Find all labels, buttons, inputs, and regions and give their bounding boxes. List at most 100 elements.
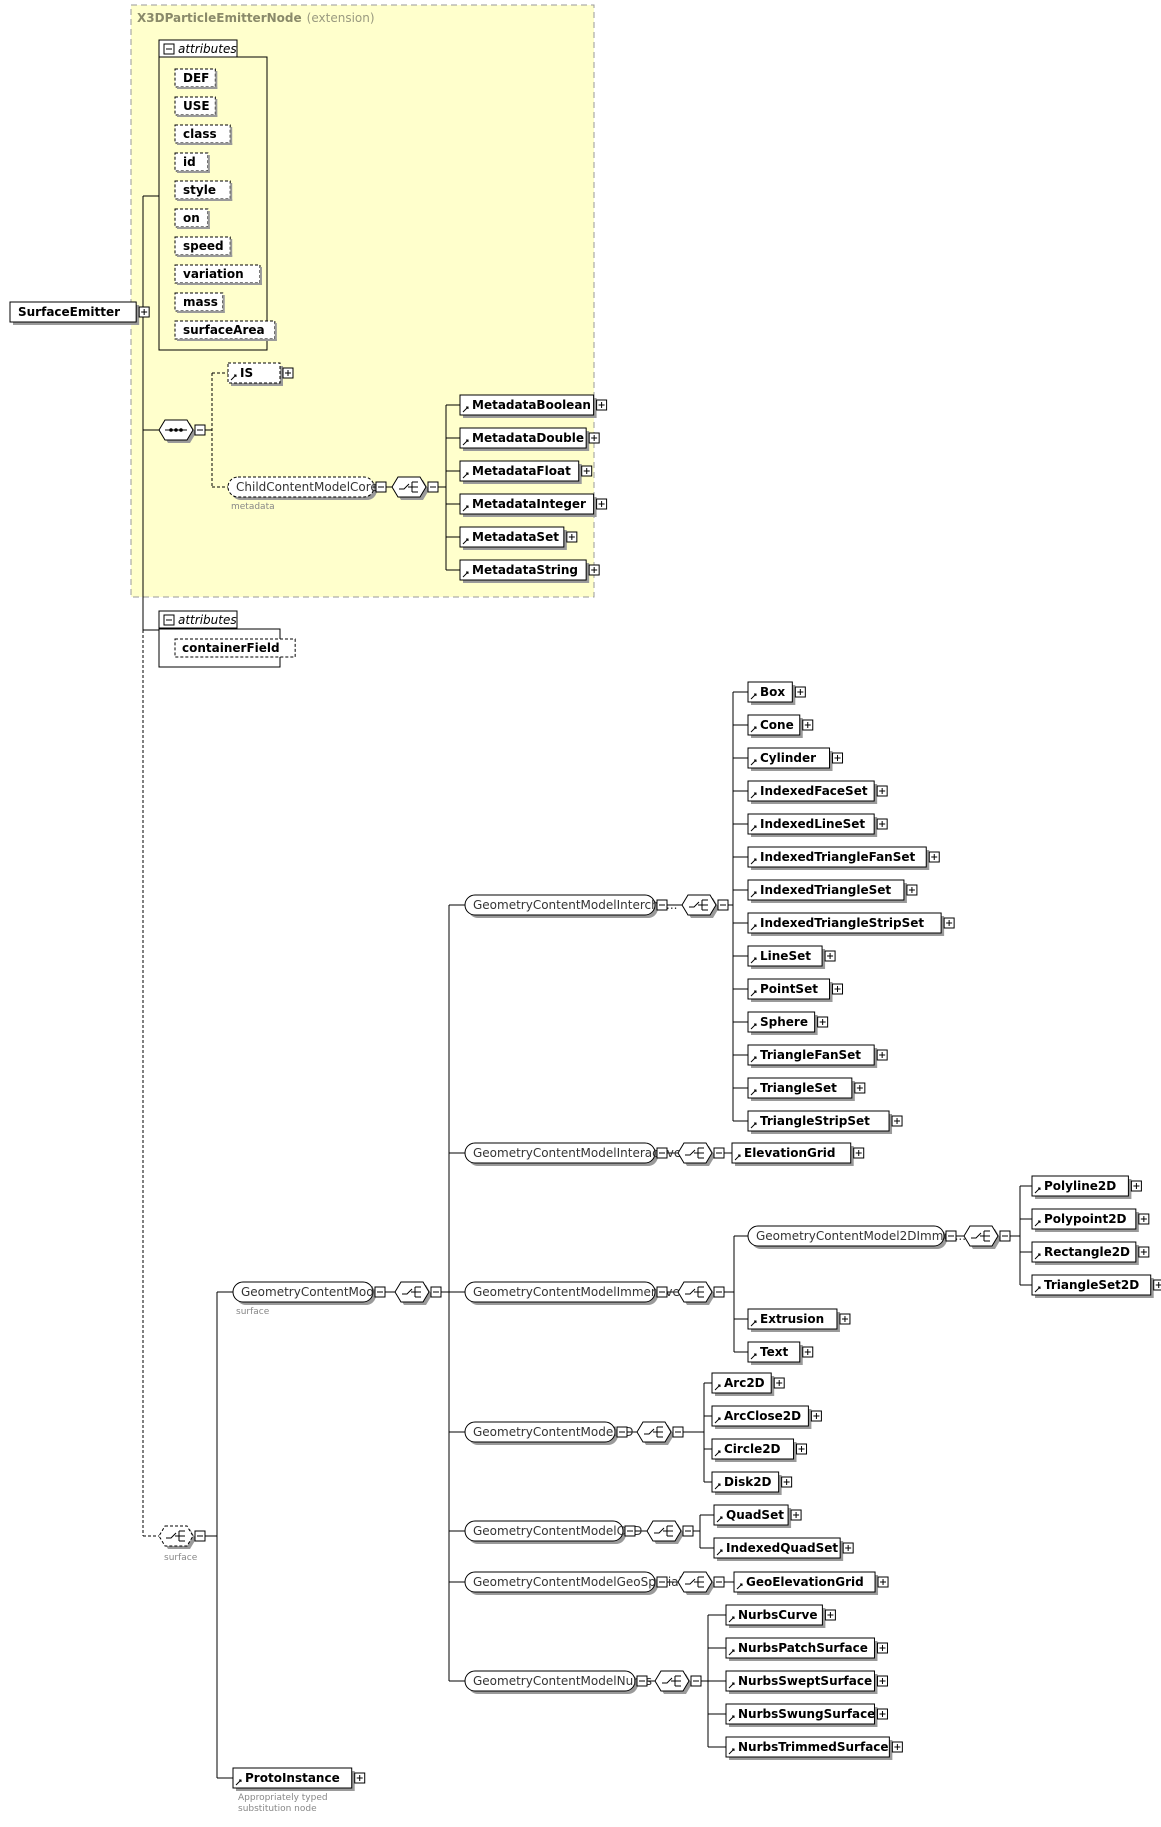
attribute-surface-area[interactable]: surfaceArea bbox=[174, 320, 277, 341]
expand-icon[interactable] bbox=[854, 1082, 866, 1094]
element-disk2d[interactable]: Disk2D bbox=[711, 1471, 782, 1495]
expand-icon[interactable] bbox=[876, 1708, 888, 1720]
expand-icon[interactable] bbox=[588, 564, 600, 576]
collapse-icon[interactable] bbox=[194, 424, 206, 436]
metadata-choice[interactable] bbox=[391, 476, 429, 500]
element-elevation-grid[interactable]: ElevationGrid bbox=[731, 1142, 854, 1166]
expand-icon[interactable] bbox=[1138, 1213, 1150, 1225]
expand-icon[interactable] bbox=[354, 1772, 366, 1784]
element-metadata-set[interactable]: MetadataSet bbox=[459, 526, 567, 550]
element-nurbs-patch-surface[interactable]: NurbsPatchSurface bbox=[725, 1637, 878, 1661]
attribute-container-field[interactable]: containerField bbox=[174, 638, 296, 658]
element-triangle-strip-set[interactable]: TriangleStripSet bbox=[747, 1110, 893, 1134]
expand-icon[interactable] bbox=[1130, 1180, 1142, 1192]
group-geometry-content-model-2d[interactable]: GeometryContentModel2D bbox=[464, 1421, 633, 1445]
collapse-icon[interactable] bbox=[616, 1426, 628, 1438]
expand-icon[interactable] bbox=[877, 1576, 889, 1588]
geometry-choice[interactable] bbox=[394, 1281, 432, 1305]
interchange-choice[interactable] bbox=[681, 894, 719, 918]
element-circle2d[interactable]: Circle2D bbox=[711, 1438, 797, 1462]
element-extrusion[interactable]: Extrusion bbox=[747, 1308, 840, 1332]
element-sphere[interactable]: Sphere bbox=[747, 1011, 818, 1035]
element-polypoint2d[interactable]: Polypoint2D bbox=[1031, 1208, 1139, 1232]
sequence-compositor[interactable] bbox=[158, 419, 196, 443]
expand-icon[interactable] bbox=[853, 1147, 865, 1159]
collapse-icon[interactable] bbox=[656, 899, 668, 911]
collapse-icon[interactable] bbox=[656, 1286, 668, 1298]
expand-icon[interactable] bbox=[876, 1049, 888, 1061]
element-geo-elevation-grid[interactable]: GeoElevationGrid bbox=[733, 1571, 879, 1595]
expand-icon[interactable] bbox=[596, 399, 608, 411]
element-indexed-line-set[interactable]: IndexedLineSet bbox=[747, 813, 878, 837]
expand-icon[interactable] bbox=[824, 950, 836, 962]
element-triangle-set2d[interactable]: TriangleSet2D bbox=[1031, 1274, 1154, 1298]
collapse-icon[interactable] bbox=[427, 481, 439, 493]
expand-icon[interactable] bbox=[596, 498, 608, 510]
expand-icon[interactable] bbox=[802, 719, 814, 731]
element-indexed-triangle-fan-set[interactable]: IndexedTriangleFanSet bbox=[747, 846, 930, 870]
expand-icon[interactable] bbox=[810, 1410, 822, 1422]
expand-icon[interactable] bbox=[891, 1115, 903, 1127]
element-text[interactable]: Text bbox=[747, 1341, 803, 1365]
element-metadata-float[interactable]: MetadataFloat bbox=[459, 460, 582, 484]
expand-icon[interactable] bbox=[876, 785, 888, 797]
expand-icon[interactable] bbox=[581, 465, 593, 477]
collapse-icon[interactable] bbox=[945, 1230, 957, 1242]
collapse-icon[interactable] bbox=[717, 899, 729, 911]
expand-icon[interactable] bbox=[928, 851, 940, 863]
group-geometry-content-model-cad[interactable]: GeometryContentModelCAD bbox=[464, 1520, 642, 1544]
element-is[interactable]: IS bbox=[227, 362, 283, 386]
group-geometry-content-model-interactive[interactable]: GeometryContentModelInteractive bbox=[464, 1142, 681, 1166]
collapse-icon[interactable] bbox=[374, 1286, 386, 1298]
group-geometry-content-model-geospatial[interactable]: GeometryContentModelGeoSpatial bbox=[464, 1571, 682, 1595]
expand-icon[interactable] bbox=[796, 1443, 808, 1455]
attribute-id[interactable]: id bbox=[174, 152, 210, 173]
expand-icon[interactable] bbox=[802, 1346, 814, 1358]
group-geometry-content-model-nurbs[interactable]: GeometryContentModelNurbs bbox=[464, 1670, 652, 1694]
root-element-surface-emitter[interactable]: SurfaceEmitter bbox=[9, 301, 140, 325]
expand-icon[interactable] bbox=[817, 1016, 829, 1028]
surface-choice[interactable] bbox=[158, 1525, 196, 1549]
attribute-use[interactable]: USE bbox=[174, 96, 218, 117]
element-cone[interactable]: Cone bbox=[747, 714, 803, 738]
expand-icon[interactable] bbox=[138, 306, 150, 318]
element-indexed-quad-set[interactable]: IndexedQuadSet bbox=[713, 1537, 844, 1561]
element-triangle-set[interactable]: TriangleSet bbox=[747, 1077, 855, 1101]
element-line-set[interactable]: LineSet bbox=[747, 945, 826, 969]
attribute-def[interactable]: DEF bbox=[174, 68, 218, 89]
collapse-icon[interactable] bbox=[713, 1147, 725, 1159]
attribute-variation[interactable]: variation bbox=[174, 264, 262, 285]
element-metadata-boolean[interactable]: MetadataBoolean bbox=[459, 394, 597, 418]
element-indexed-face-set[interactable]: IndexedFaceSet bbox=[747, 780, 878, 804]
element-nurbs-curve[interactable]: NurbsCurve bbox=[725, 1604, 826, 1628]
element-quad-set[interactable]: QuadSet bbox=[713, 1504, 792, 1528]
expand-icon[interactable] bbox=[906, 884, 918, 896]
expand-icon[interactable] bbox=[832, 752, 844, 764]
collapse-icon[interactable] bbox=[375, 481, 387, 493]
expand-icon[interactable] bbox=[282, 367, 294, 379]
group-geometry-content-model-interchange[interactable]: GeometryContentModelIntercha... bbox=[464, 894, 678, 918]
collapse-icon[interactable] bbox=[656, 1576, 668, 1588]
nurbs-choice[interactable] bbox=[654, 1670, 692, 1694]
expand-icon[interactable] bbox=[876, 1642, 888, 1654]
twod-choice[interactable] bbox=[636, 1421, 674, 1445]
collapse-icon[interactable] bbox=[163, 614, 175, 626]
element-arc2d[interactable]: Arc2D bbox=[711, 1372, 775, 1396]
element-box[interactable]: Box bbox=[747, 681, 796, 705]
expand-icon[interactable] bbox=[773, 1377, 785, 1389]
attribute-mass[interactable]: mass bbox=[174, 292, 225, 313]
collapse-icon[interactable] bbox=[430, 1286, 442, 1298]
attribute-on[interactable]: on bbox=[174, 208, 210, 229]
collapse-icon[interactable] bbox=[656, 1147, 668, 1159]
element-polyline2d[interactable]: Polyline2D bbox=[1031, 1175, 1132, 1199]
expand-icon[interactable] bbox=[876, 818, 888, 830]
expand-icon[interactable] bbox=[943, 917, 955, 929]
element-nurbs-swung-surface[interactable]: NurbsSwungSurface bbox=[725, 1703, 878, 1727]
element-indexed-triangle-set[interactable]: IndexedTriangleSet bbox=[747, 879, 907, 903]
element-metadata-double[interactable]: MetadataDouble bbox=[459, 427, 590, 451]
collapse-icon[interactable] bbox=[163, 43, 175, 55]
element-arc-close2d[interactable]: ArcClose2D bbox=[711, 1405, 812, 1429]
element-metadata-integer[interactable]: MetadataInteger bbox=[459, 493, 597, 517]
